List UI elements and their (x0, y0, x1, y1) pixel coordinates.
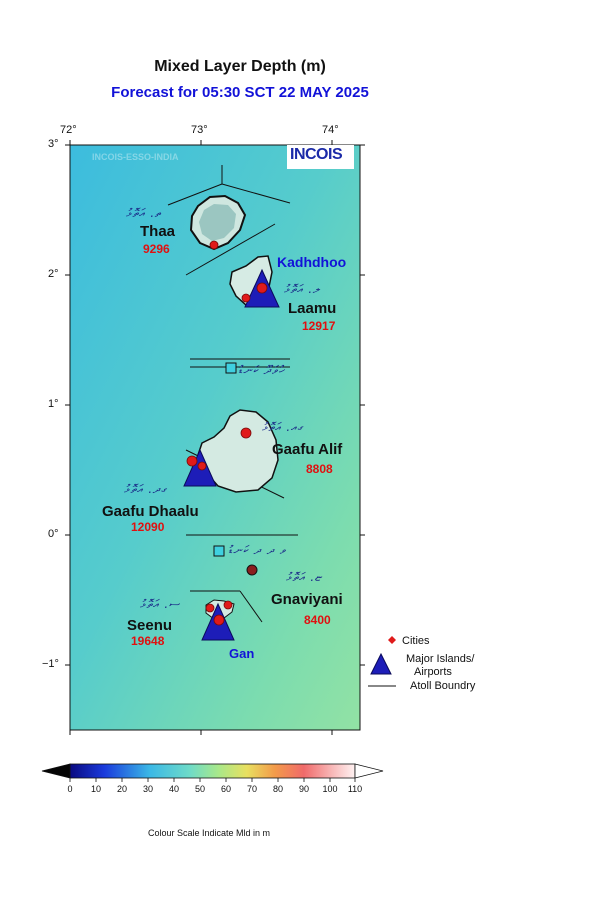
city-marker (205, 603, 215, 613)
colorbar-label: 20 (116, 784, 127, 794)
atoll-label-gaafu-dhaalu: Gaafu Dhaalu (102, 503, 199, 520)
colorbar-caption: Colour Scale Indicate Mld in m (148, 828, 271, 838)
colorbar-label: 90 (298, 784, 309, 794)
legend-airports-label: Airports (414, 666, 452, 678)
colorbar-label: 10 (90, 784, 101, 794)
thaa-lagoon (199, 204, 236, 241)
legend-island-triangle-icon (370, 652, 392, 675)
lat-tick-3: 3° (48, 138, 59, 150)
lat-tick-minus1: −1° (42, 658, 59, 670)
atoll-label-laamu: Laamu (288, 300, 337, 317)
forecast-subtitle: Forecast for 05:30 SCT 22 MAY 2025 (111, 84, 369, 101)
incois-logo: INCOIS (290, 146, 343, 163)
legend-city-diamond-icon (388, 636, 396, 644)
population-seenu: 19648 (131, 634, 165, 648)
channel-marker-south (213, 545, 225, 557)
city-marker (213, 614, 225, 626)
dhivehi-gnaviyani: ޏ. އަތޮޅު (286, 570, 323, 584)
colorbar-label: 50 (194, 784, 205, 794)
dhivehi-gaafu-dhaalu: ގދ. އަތޮޅު (124, 482, 168, 496)
dhivehi-laamu: ލ. އަތޮޅު (284, 282, 321, 296)
city-marker (186, 455, 198, 467)
city-marker (240, 427, 252, 439)
colorbar-label: 110 (347, 784, 363, 794)
dhivehi-channel-north: ހުވަދޫ ކަނޑު (238, 363, 285, 377)
channel-marker-north (225, 362, 237, 374)
legend-cities-label: Cities (402, 635, 430, 647)
dhivehi-channel-south: ވ ދ ދ ކަނޑު (228, 543, 287, 557)
colorbar-label: 0 (67, 784, 73, 794)
legend-atoll-boundry-label: Atoll Boundry (410, 680, 476, 692)
lon-tick-74: 74° (322, 124, 339, 136)
dhivehi-seenu: ސ. އަތޮޅު (140, 597, 181, 611)
map-frame (69, 144, 361, 731)
city-marker (241, 293, 251, 303)
colorbar-gradient (69, 763, 356, 779)
colorbar-label: 70 (246, 784, 257, 794)
airport-label-gan: Gan (229, 646, 255, 661)
population-gaafu-alif: 8808 (306, 462, 333, 476)
colorbar-low-arrow (41, 763, 71, 779)
legend-major-islands-label: Major Islands/ (406, 653, 475, 665)
colorbar-label: 100 (322, 784, 338, 794)
city-marker (256, 282, 268, 294)
colorbar-high-arrow (354, 763, 384, 779)
colorbar-label: 30 (142, 784, 153, 794)
city-marker (197, 461, 207, 471)
map-title: Mixed Layer Depth (m) (154, 58, 326, 75)
city-markers (186, 240, 268, 626)
atoll-label-gnaviyani: Gnaviyani (271, 591, 343, 608)
atoll-label-thaa: Thaa (140, 223, 176, 240)
population-gaafu-dhaalu: 12090 (131, 520, 165, 534)
incois-logo-box (287, 145, 354, 169)
city-marker (209, 240, 219, 250)
atoll-label-seenu: Seenu (127, 617, 173, 634)
gnaviyani-island (246, 564, 258, 576)
colorbar-label: 60 (220, 784, 231, 794)
colorbar-label: 40 (168, 784, 179, 794)
population-laamu: 12917 (302, 319, 336, 333)
atoll-label-gaafu-alif: Gaafu Alif (272, 441, 343, 458)
city-marker (223, 600, 233, 610)
airport-label-kadhdhoo: Kadhdhoo (277, 254, 347, 270)
colorbar-ticks (69, 778, 356, 782)
lon-tick-72: 72° (60, 124, 77, 136)
population-gnaviyani: 8400 (304, 613, 331, 627)
lat-tick-2: 2° (48, 268, 59, 280)
lat-tick-1: 1° (48, 398, 59, 410)
lat-tick-0: 0° (48, 528, 59, 540)
colorbar-label: 80 (272, 784, 283, 794)
watermark-text: INCOIS-ESSO-INDIA (92, 152, 179, 162)
lon-tick-73: 73° (191, 124, 208, 136)
lat-ticks (65, 144, 365, 666)
thaa-atoll-shape (189, 194, 247, 251)
population-thaa: 9296 (143, 242, 170, 256)
dhivehi-thaa: ތ. އަތޮޅު (126, 206, 162, 220)
lon-ticks (69, 140, 333, 735)
dhivehi-gaafu-alif: ގއ. އަތޮޅު (262, 420, 304, 434)
